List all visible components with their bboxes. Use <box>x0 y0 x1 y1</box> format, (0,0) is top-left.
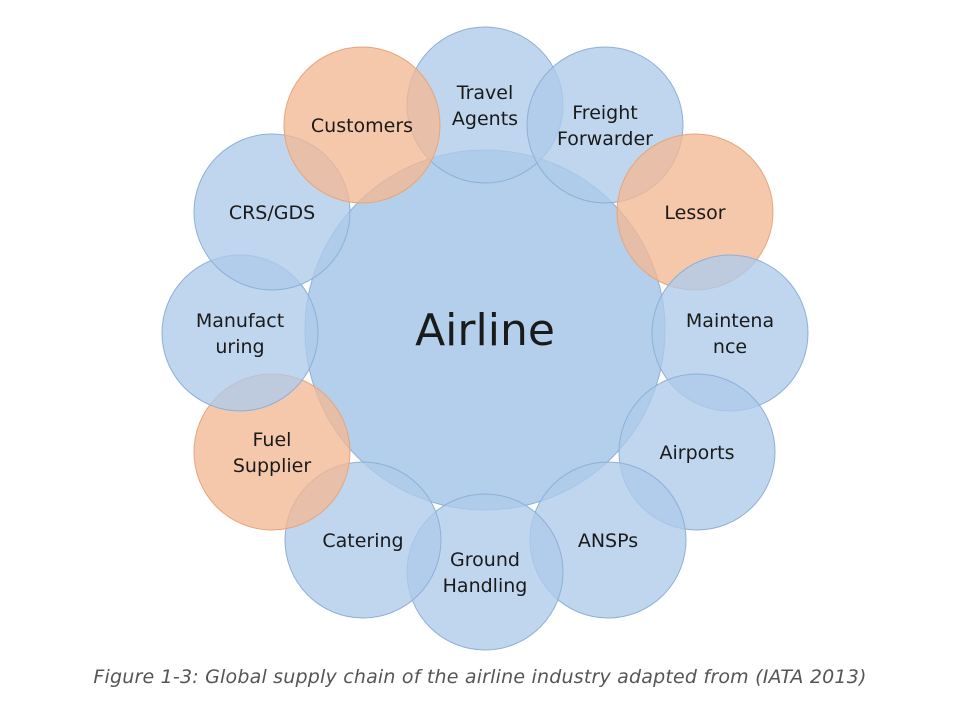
crs-gds-label-line: CRS/GDS <box>229 202 315 224</box>
freight-forwarder-label-line: Forwarder <box>557 128 653 150</box>
lessor-label-line: Lessor <box>664 202 725 224</box>
customers-circle <box>283 46 441 204</box>
customers-label-line: Customers <box>311 115 413 137</box>
customers-label: Customers <box>311 115 413 137</box>
fuel-supplier-label-line: Supplier <box>233 455 311 477</box>
catering-label-line: Catering <box>322 530 403 552</box>
airline-center-label: Airline <box>415 305 555 356</box>
travel-agents-label-line: Agents <box>452 108 518 130</box>
ansps-label-line: ANSPs <box>578 530 638 552</box>
airports-label: Airports <box>660 442 735 464</box>
manufacturing-label-line: uring <box>215 336 264 358</box>
center-group: Airline <box>304 149 666 511</box>
travel-agents-label-line: Travel <box>456 82 513 104</box>
manufacturing-label-line: Manufact <box>196 310 284 332</box>
catering-label: Catering <box>322 530 403 552</box>
manufacturing-label: Manufact uring <box>196 310 284 358</box>
outer-nodes <box>161 26 809 651</box>
ground-handling-label-line: Handling <box>443 575 528 597</box>
ansps-label: ANSPs <box>578 530 638 552</box>
maintenance-label-line: nce <box>713 336 747 358</box>
maintenance-label-line: Maintena <box>686 310 774 332</box>
lessor-label: Lessor <box>664 202 725 224</box>
airports-label-line: Airports <box>660 442 735 464</box>
figure-caption: Figure 1-3: Global supply chain of the a… <box>93 666 867 688</box>
freight-forwarder-label-line: Freight <box>572 102 637 124</box>
maintenance-label: Maintena nce <box>686 310 774 358</box>
fuel-supplier-label-line: Fuel <box>253 429 292 451</box>
crs-gds-label: CRS/GDS <box>229 202 315 224</box>
ground-handling-label-line: Ground <box>450 549 520 571</box>
